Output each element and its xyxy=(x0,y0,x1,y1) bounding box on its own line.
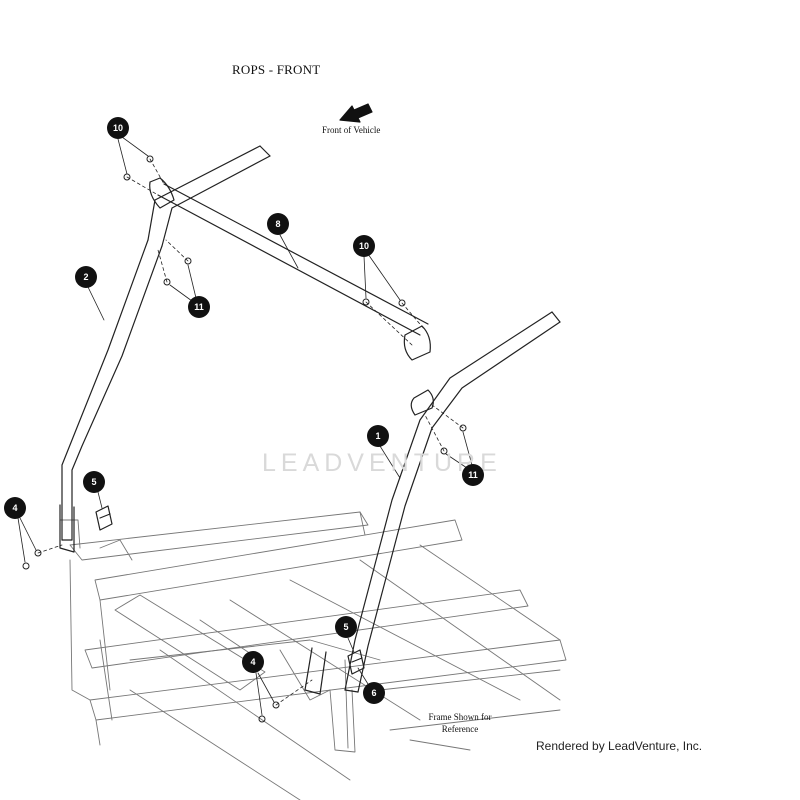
leader-lines xyxy=(17,136,473,716)
watermark-text: LEADVENTURE xyxy=(262,449,502,477)
chassis-frame xyxy=(59,511,567,800)
fasteners xyxy=(22,155,467,723)
front-arrow-icon xyxy=(339,103,373,123)
callout-8[interactable]: 8 xyxy=(267,213,289,235)
frame-reference-note: Frame Shown for Reference xyxy=(428,712,492,734)
callout-11[interactable]: 11 xyxy=(462,464,484,486)
callout-4[interactable]: 4 xyxy=(242,651,264,673)
diagram-title: ROPS - FRONT xyxy=(232,62,321,77)
callout-4[interactable]: 4 xyxy=(4,497,26,519)
callout-2[interactable]: 2 xyxy=(75,266,97,288)
callout-11[interactable]: 11 xyxy=(188,296,210,318)
callout-5[interactable]: 5 xyxy=(335,616,357,638)
callout-10[interactable]: 10 xyxy=(353,235,375,257)
right-rops-post xyxy=(304,311,561,695)
callout-5[interactable]: 5 xyxy=(83,471,105,493)
callout-6[interactable]: 6 xyxy=(363,682,385,704)
front-of-vehicle-label: Front of Vehicle xyxy=(322,125,381,135)
mount-brackets xyxy=(95,505,365,675)
callout-10[interactable]: 10 xyxy=(107,117,129,139)
left-roof-rail xyxy=(147,145,271,247)
crossbar xyxy=(149,177,431,361)
callout-1[interactable]: 1 xyxy=(367,425,389,447)
left-rops-post xyxy=(59,239,163,553)
assembly-lines xyxy=(37,158,464,706)
render-credit: Rendered by LeadVenture, Inc. xyxy=(536,739,703,753)
